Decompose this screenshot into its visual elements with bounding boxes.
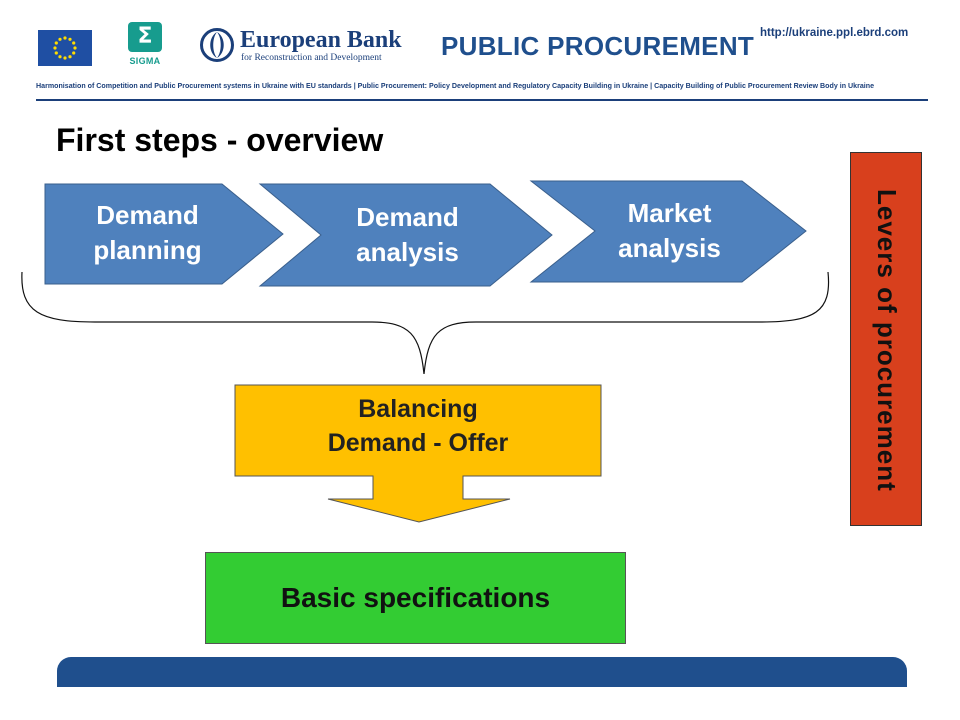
balance-arrow-shape [234, 384, 602, 523]
basic-specifications-box [205, 552, 626, 644]
balance-label: Balancing Demand - Offer [327, 395, 509, 457]
step-label-demand-planning: Demand planning [93, 200, 202, 265]
ebrd-emblem-icon [200, 28, 234, 62]
header-tagline: Harmonisation of Competition and Public … [36, 82, 875, 90]
sigma-label: SIGMA [129, 56, 161, 66]
step-shape-market-analysis [529, 180, 807, 283]
levers-of-procurement-box: Levers of procurement [850, 152, 922, 526]
header-url[interactable]: http://ukraine.ppl.ebrd.com [760, 27, 909, 39]
header-divider [36, 99, 928, 101]
ebrd-subtitle: for Reconstruction and Development [241, 53, 382, 63]
step-shape-demand-planning [44, 183, 284, 285]
header-title: PUBLIC PROCUREMENT [441, 31, 755, 61]
footer-bar [57, 657, 907, 687]
ebrd-name: European Bank [240, 27, 402, 53]
step-shape-demand-analysis [258, 183, 553, 287]
eu-flag-icon [38, 30, 92, 66]
levers-of-procurement-label: Levers of procurement [872, 188, 902, 492]
sigma-logo: Σ SIGMA [124, 20, 166, 74]
basic-specifications-label: Basic specifications [280, 582, 551, 613]
step-label-market-analysis: Market analysis [618, 198, 721, 263]
brace-connector [21, 271, 830, 375]
step-label-demand-analysis: Demand analysis [356, 202, 459, 267]
slide-title: First steps - overview [56, 122, 384, 158]
sigma-icon: Σ [128, 22, 162, 52]
